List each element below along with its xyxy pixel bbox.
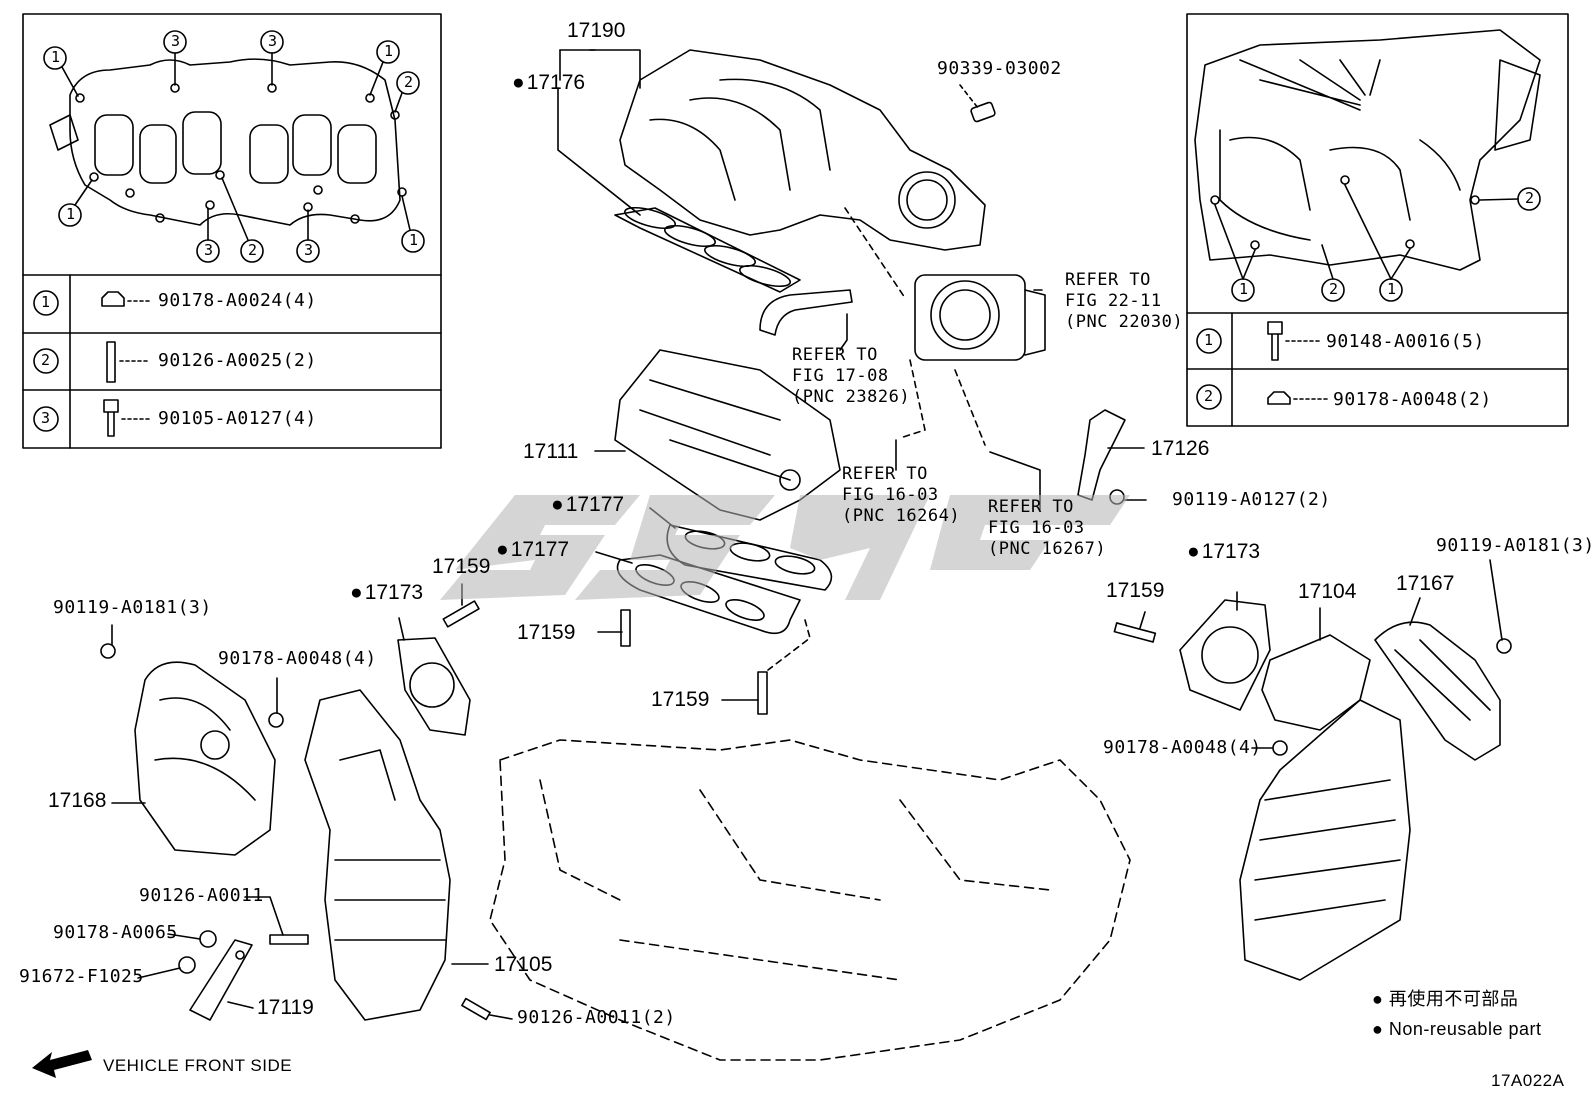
right-inset-callouts bbox=[1214, 184, 1541, 302]
left-callout: 3 bbox=[171, 32, 181, 50]
part-label-91672-f1025[interactable]: 91672-F1025 bbox=[19, 966, 144, 987]
part-label-90126-a0011[interactable]: 90126-A0011 bbox=[139, 885, 264, 906]
right-callout: 2 bbox=[1525, 189, 1535, 207]
part-label-17159-center[interactable]: 17159 bbox=[517, 621, 576, 644]
left-callout: 1 bbox=[409, 231, 419, 249]
part-label-17111[interactable]: 17111 bbox=[523, 440, 579, 463]
left-callout: 3 bbox=[304, 241, 314, 259]
refer-fig-17-08[interactable]: REFER TO FIG 17-08 (PNC 23826) bbox=[792, 345, 911, 407]
left-inset-legend-part-1[interactable]: 90178-A0024(4) bbox=[158, 290, 317, 311]
legend-bullet-jp: ● bbox=[1372, 989, 1384, 1009]
left-callout: 2 bbox=[248, 241, 258, 259]
part-label-17159-right[interactable]: 17159 bbox=[1106, 579, 1165, 602]
diagram-code: 17A022A bbox=[1491, 1071, 1565, 1090]
part-label-17119[interactable]: 17119 bbox=[257, 996, 314, 1019]
heat-insulator-left bbox=[134, 661, 276, 856]
part-label-17159-bottom[interactable]: 17159 bbox=[651, 688, 710, 711]
right-callout: 2 bbox=[1329, 280, 1339, 298]
right-inset-legend-num-1: 1 bbox=[1204, 331, 1214, 349]
part-label-90119-a0127[interactable]: 90119-A0127(2) bbox=[1172, 489, 1331, 510]
part-label-90119-a0181-right[interactable]: 90119-A0181(3) bbox=[1436, 535, 1592, 556]
left-inset-legend-part-2[interactable]: 90126-A0025(2) bbox=[158, 350, 317, 371]
right-callout: 1 bbox=[1387, 280, 1397, 298]
converter-right bbox=[1239, 699, 1411, 981]
left-callout: 1 bbox=[384, 42, 394, 60]
right-callout: 1 bbox=[1239, 280, 1249, 298]
left-callout: 3 bbox=[204, 241, 214, 259]
refer-fig-22-11[interactable]: REFER TO FIG 22-11 (PNC 22030) bbox=[1065, 270, 1184, 332]
left-inset-frame bbox=[22, 13, 442, 449]
part-label-17159-left[interactable]: 17159 bbox=[432, 555, 491, 578]
throttle-body bbox=[914, 274, 1026, 361]
part-label-17190[interactable]: 17190 bbox=[567, 19, 626, 42]
part-label-17105[interactable]: 17105 bbox=[494, 953, 553, 976]
left-inset-legend-part-3[interactable]: 90105-A0127(4) bbox=[158, 408, 317, 429]
left-callout: 2 bbox=[404, 73, 414, 91]
vehicle-front-arrow bbox=[32, 1050, 92, 1078]
vehicle-front-side-label: VEHICLE FRONT SIDE bbox=[103, 1056, 293, 1075]
left-callout: 1 bbox=[66, 205, 76, 223]
part-label-17177-upper[interactable]: 17177 bbox=[551, 494, 624, 515]
legend-non-reusable-en: ● Non-reusable part bbox=[1372, 1020, 1541, 1038]
right-inset-frame bbox=[1186, 13, 1569, 427]
right-inset-legend-num-2: 2 bbox=[1204, 387, 1214, 405]
refer-fig-16-03-b[interactable]: REFER TO FIG 16-03 (PNC 16267) bbox=[988, 497, 1107, 559]
left-inset-callouts bbox=[43, 30, 425, 263]
part-label-17173-left[interactable]: 17173 bbox=[350, 582, 423, 603]
part-label-17168[interactable]: 17168 bbox=[48, 789, 107, 812]
converter-left bbox=[304, 689, 451, 1021]
upper-intake-manifold bbox=[619, 49, 986, 251]
part-label-17176[interactable]: 17176 bbox=[512, 72, 585, 93]
engine-block-outline bbox=[489, 739, 1131, 1061]
part-label-90178-a0065[interactable]: 90178-A0065 bbox=[53, 922, 178, 943]
right-inset-legend-part-1[interactable]: 90148-A0016(5) bbox=[1326, 331, 1485, 352]
legend-non-reusable-jp: ● 再使用不可部品 bbox=[1372, 990, 1518, 1008]
refer-fig-16-03-a[interactable]: REFER TO FIG 16-03 (PNC 16264) bbox=[842, 464, 961, 526]
part-label-17167[interactable]: 17167 bbox=[1396, 572, 1455, 595]
left-callout: 3 bbox=[268, 32, 278, 50]
part-label-90126-a0011-2[interactable]: 90126-A0011(2) bbox=[517, 1007, 676, 1028]
part-label-90178-a0048-right[interactable]: 90178-A0048(4) bbox=[1103, 737, 1262, 758]
left-inset-legend-num-2: 2 bbox=[41, 351, 51, 369]
left-inset-legend-num-1: 1 bbox=[41, 293, 51, 311]
legend-en-text: Non-reusable part bbox=[1388, 1019, 1542, 1039]
legend-bullet-en: ● bbox=[1372, 1019, 1384, 1039]
part-label-17126[interactable]: 17126 bbox=[1151, 437, 1210, 460]
right-inset-legend-part-2[interactable]: 90178-A0048(2) bbox=[1333, 389, 1492, 410]
part-label-90178-a0048-left[interactable]: 90178-A0048(4) bbox=[218, 648, 377, 669]
legend-jp-text: 再使用不可部品 bbox=[1388, 989, 1519, 1009]
left-inset-legend-num-3: 3 bbox=[41, 409, 51, 427]
part-label-17104[interactable]: 17104 bbox=[1298, 580, 1357, 603]
intake-manifold-outline bbox=[1194, 29, 1541, 271]
left-callout: 1 bbox=[51, 48, 61, 66]
gasket-outline bbox=[69, 58, 401, 226]
heat-insulator-right bbox=[1374, 621, 1501, 761]
part-label-17173-right[interactable]: 17173 bbox=[1187, 541, 1260, 562]
part-label-90339-03002[interactable]: 90339-03002 bbox=[937, 58, 1062, 79]
part-label-17177-lower[interactable]: 17177 bbox=[496, 539, 569, 560]
part-label-90119-a0181-left[interactable]: 90119-A0181(3) bbox=[53, 597, 212, 618]
